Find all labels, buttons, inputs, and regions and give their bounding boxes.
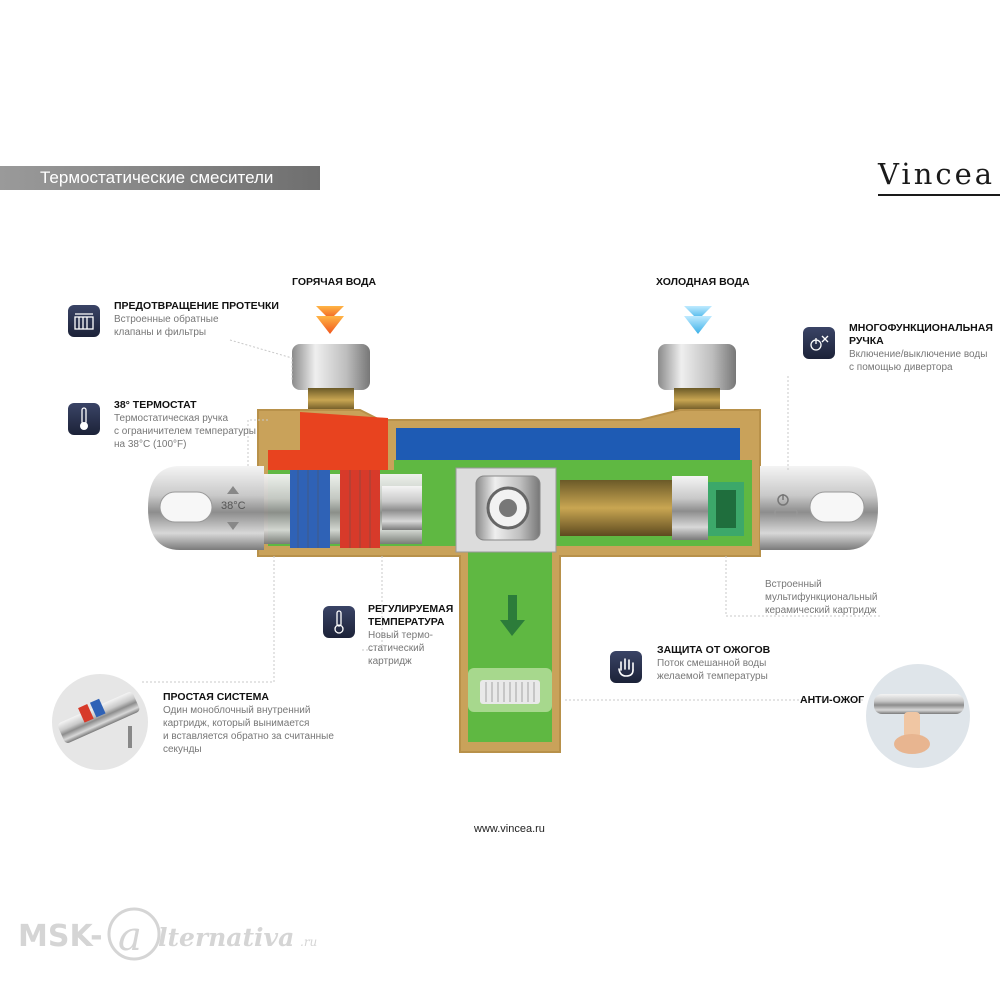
ceramic-cartridge-feature: Встроенный мультифункциональный керамиче… — [765, 578, 895, 617]
multifunction-handle-line: Включение/выключение воды — [849, 349, 988, 360]
svg-text:a: a — [118, 914, 142, 960]
thermostatic-cartridge — [262, 470, 422, 548]
anti-burn-photo — [866, 664, 970, 768]
simple-system-feature: ПРОСТАЯ СИСТЕМА Один моноблочный внутрен… — [163, 691, 353, 756]
brand-underline — [878, 194, 1000, 196]
cold-inlet-arrow — [684, 306, 712, 334]
callout-lines — [140, 339, 882, 701]
svg-text:MSK-: MSK- — [18, 919, 103, 954]
filter-icon — [68, 305, 100, 337]
thermostat-line: на 38°C (100°F) — [114, 439, 187, 450]
brand-logo: Vincea — [878, 157, 996, 191]
anti-burn-title: АНТИ-ОЖОГ — [800, 694, 865, 706]
hot-inlet-arrow — [316, 306, 344, 334]
cartridge-photo — [52, 674, 148, 770]
burn-protection-line: желаемой температуры — [657, 671, 768, 682]
ceramic-cartridge — [560, 476, 744, 540]
knob-temperature-label: 38°C — [221, 500, 246, 512]
simple-system-line: секунды — [163, 744, 202, 755]
cold-inlet-nut — [658, 344, 736, 412]
multifunction-handle-feature: МНОГОФУНКЦИОНАЛЬНАЯ РУЧКА Включение/выкл… — [849, 322, 999, 374]
watermark-logo: MSK- a lternativa .ru — [18, 904, 338, 964]
simple-system-line: и вставляется обратно за считанные — [163, 731, 334, 742]
leak-prevention-feature: ПРЕДОТВРАЩЕНИЕ ПРОТЕЧКИ Встроенные обрат… — [114, 300, 284, 339]
adjustable-temperature-line: картридж — [368, 656, 412, 667]
aerator — [468, 668, 552, 712]
power-diverter-icon — [803, 327, 835, 359]
thermostat-title: 38° ТЕРМОСТАТ — [114, 399, 197, 411]
multifunction-handle-title: РУЧКА — [849, 335, 884, 347]
hot-inlet-nut — [292, 344, 370, 412]
ceramic-cartridge-line: Встроенный — [765, 579, 822, 590]
central-fitting — [455, 467, 557, 553]
thermostat-line: Термостатическая ручка — [114, 413, 229, 424]
leak-prevention-title: ПРЕДОТВРАЩЕНИЕ ПРОТЕЧКИ — [114, 300, 279, 312]
cold-water-label: ХОЛОДНАЯ ВОДА — [656, 276, 750, 288]
thermostat-adjust-icon — [323, 606, 355, 638]
category-banner — [0, 166, 320, 190]
leak-prevention-line: клапаны и фильтры — [114, 327, 207, 338]
cold-water-zone — [396, 428, 740, 460]
diverter-knob — [760, 466, 878, 550]
simple-system-line: Один моноблочный внутренний — [163, 705, 311, 716]
burn-protection-feature: ЗАЩИТА ОТ ОЖОГОВ Поток смешанной воды же… — [657, 644, 807, 683]
adjustable-temperature-line: Новый термо- — [368, 630, 434, 641]
outflow-arrow — [500, 595, 525, 636]
adjustable-temperature-title: РЕГУЛИРУЕМАЯ — [368, 603, 454, 615]
simple-system-title: ПРОСТАЯ СИСТЕМА — [163, 691, 269, 703]
adjustable-temperature-title: ТЕМПЕРАТУРА — [368, 616, 445, 628]
simple-system-line: картридж, который вынимается — [163, 718, 310, 729]
multifunction-handle-line: с помощью дивертора — [849, 362, 953, 373]
burn-protection-line: Поток смешанной воды — [657, 658, 767, 669]
category-title: Термостатические смесители — [40, 168, 274, 187]
hand-icon — [610, 651, 642, 683]
hot-water-zone — [268, 412, 388, 470]
multifunction-handle-title: МНОГОФУНКЦИОНАЛЬНАЯ — [849, 322, 993, 334]
ceramic-cartridge-line: мультифункциональный — [765, 592, 878, 603]
adjustable-temperature-line: статический — [368, 643, 425, 654]
adjustable-temperature-feature: РЕГУЛИРУЕМАЯ ТЕМПЕРАТУРА Новый термо- ст… — [368, 603, 468, 668]
leak-prevention-line: Встроенные обратные — [114, 314, 219, 325]
website-url: www.vincea.ru — [474, 823, 545, 835]
ceramic-cartridge-line: керамический картридж — [765, 605, 877, 616]
thermometer-icon — [68, 403, 100, 435]
svg-text:.ru: .ru — [300, 935, 317, 949]
thermostat-knob — [148, 466, 264, 550]
thermostat-line: с ограничителем температуры — [114, 426, 256, 437]
burn-protection-title: ЗАЩИТА ОТ ОЖОГОВ — [657, 644, 771, 656]
svg-text:lternativa: lternativa — [158, 923, 294, 952]
hot-water-label: ГОРЯЧАЯ ВОДА — [292, 276, 377, 288]
thermostat-feature: 38° ТЕРМОСТАТ Термостатическая ручка с о… — [114, 399, 284, 451]
